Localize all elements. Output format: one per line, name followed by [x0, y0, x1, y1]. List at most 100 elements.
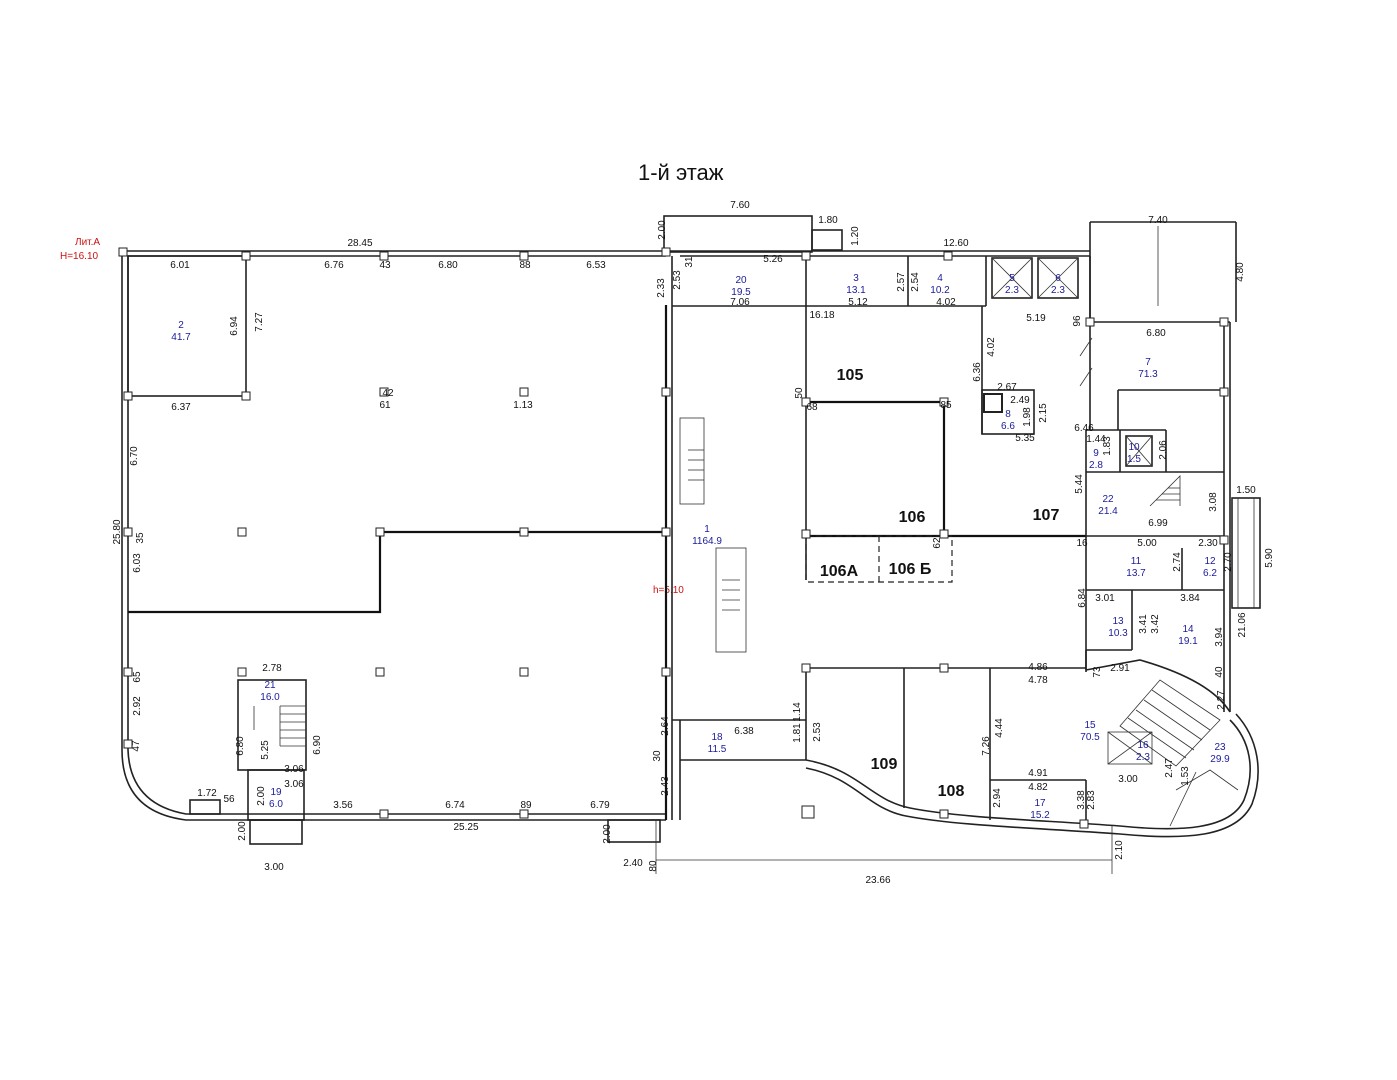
dimension-43: 16 — [1076, 538, 1088, 549]
unit-label-2: 106А — [820, 563, 859, 580]
unit-label-5: 108 — [938, 783, 965, 800]
dimension-74: 7.27 — [254, 312, 265, 332]
room-number-19: 19 — [270, 787, 282, 798]
room-area-6: 2.3 — [1051, 285, 1065, 296]
dimension-15: 7.06 — [730, 297, 750, 308]
room-number-5: 5 — [1009, 273, 1015, 284]
room-number-21: 21 — [264, 680, 276, 691]
dimension-1: 1.80 — [818, 215, 838, 226]
dimension-105: 6.38 — [734, 726, 754, 737]
room-area-22: 21.4 — [1098, 506, 1118, 517]
dimension-34: 6.46 — [1074, 423, 1094, 434]
dimension-56: 73 — [1092, 666, 1103, 678]
dimension-63: 4.91 — [1028, 768, 1048, 779]
dimension-26: 16.18 — [809, 310, 834, 321]
dimension-77: 61 — [379, 400, 391, 411]
room-number-14: 14 — [1182, 624, 1194, 635]
room-area-18: 11.5 — [708, 744, 727, 755]
room-area-16: 2.3 — [1136, 752, 1150, 763]
dimension-51: 3.41 — [1138, 614, 1149, 634]
dimension-99: 89 — [520, 800, 532, 811]
unit-label-4: 107 — [1033, 507, 1060, 524]
room-area-9: 2.8 — [1089, 460, 1103, 471]
dimension-102: 2.64 — [660, 716, 671, 736]
dimension-69: 2.47 — [1164, 758, 1175, 778]
dimension-79: 6.70 — [129, 446, 140, 466]
room-area-1: 1164.9 — [692, 536, 722, 547]
dimension-23: 5.19 — [1026, 313, 1046, 324]
room-number-11: 11 — [1131, 556, 1142, 567]
dimension-22: 4.80 — [1235, 262, 1246, 282]
dimension-115: 62 — [932, 537, 943, 549]
room-number-9: 9 — [1093, 448, 1099, 459]
room-number-16: 16 — [1137, 740, 1149, 751]
dimension-14: 5.26 — [763, 254, 783, 265]
dimension-76: 42 — [382, 388, 394, 399]
dimension-84: 47 — [131, 740, 142, 752]
dimension-40: 1.50 — [1236, 485, 1256, 496]
dimension-18: 2.57 — [896, 272, 907, 292]
dimension-80: 25.80 — [112, 519, 123, 544]
room-area-3: 13.1 — [846, 285, 866, 296]
ceiling-height: h=5.10 — [653, 585, 684, 596]
room-labels: 11164.9241.7313.1410.252.362.3771.386.69… — [171, 273, 1230, 821]
room-area-14: 19.1 — [1178, 636, 1198, 647]
dimension-11: 6.01 — [170, 260, 190, 271]
dimension-83: 65 — [132, 671, 143, 683]
dimension-49: 3.01 — [1095, 593, 1115, 604]
stair-23 — [1107, 679, 1239, 827]
dimension-44: 5.00 — [1137, 538, 1157, 549]
room-number-1: 1 — [704, 524, 710, 535]
dimension-30: 2.49 — [1010, 395, 1030, 406]
room-number-4: 4 — [937, 273, 943, 284]
dimension-64: 4.82 — [1028, 782, 1048, 793]
dimension-60: 4.78 — [1028, 675, 1048, 686]
room-area-15: 70.5 — [1080, 732, 1100, 743]
plan-title: 1-й этаж — [638, 160, 724, 185]
dimension-8: 6.80 — [438, 260, 458, 271]
dimension-86: 2.78 — [262, 663, 282, 674]
room-number-13: 13 — [1112, 616, 1124, 627]
dimension-91: 3.06 — [284, 779, 304, 790]
dimension-9: 88 — [519, 260, 531, 271]
dimension-65: 2.94 — [992, 788, 1003, 808]
dimension-67: 2.83 — [1086, 790, 1097, 810]
dimension-0: 7.60 — [730, 200, 750, 211]
room-area-11: 13.7 — [1126, 568, 1146, 579]
dimension-31: 1.98 — [1022, 407, 1033, 427]
room-number-8: 8 — [1005, 409, 1011, 420]
dimension-36: 1.83 — [1102, 436, 1113, 456]
room-number-23: 23 — [1214, 742, 1226, 753]
room-area-20: 19.5 — [731, 287, 751, 298]
dimension-13: 2.53 — [672, 270, 683, 290]
dimension-78: 1.13 — [513, 400, 533, 411]
dimension-98: 6.74 — [445, 800, 465, 811]
dimension-68: 3.00 — [1118, 774, 1138, 785]
dimension-28: 6.36 — [972, 362, 983, 382]
room-area-13: 10.3 — [1108, 628, 1128, 639]
dimension-35: 1.44 — [1086, 434, 1106, 445]
dimension-17: 5.12 — [848, 297, 868, 308]
dimension-45: 2.30 — [1198, 538, 1218, 549]
dimension-50: 3.84 — [1180, 593, 1200, 604]
room-area-12: 6.2 — [1203, 568, 1217, 579]
dimension-54: 21.06 — [1237, 612, 1248, 637]
room-number-10: 10 — [1128, 442, 1140, 453]
dimension-32: 2.15 — [1038, 403, 1049, 423]
dimension-89: 6.90 — [312, 735, 323, 755]
dimension-95: 2.00 — [237, 821, 248, 841]
dimension-16: 12.60 — [943, 238, 968, 249]
columns — [118, 247, 1229, 829]
dimension-106: 1.81 — [792, 723, 803, 743]
dimension-55: 40 — [1214, 666, 1225, 678]
dimension-75: 6.37 — [171, 402, 191, 413]
dimension-12: 2.33 — [656, 278, 667, 298]
room-area-7: 71.3 — [1138, 369, 1158, 380]
dimension-59: 4.86 — [1028, 662, 1048, 673]
dimension-52: 3.42 — [1150, 614, 1161, 634]
dimension-71: 2.10 — [1114, 840, 1125, 860]
dimension-4: 31 — [684, 256, 695, 268]
room-area-19: 6.0 — [269, 799, 283, 810]
room-number-15: 15 — [1084, 720, 1096, 731]
